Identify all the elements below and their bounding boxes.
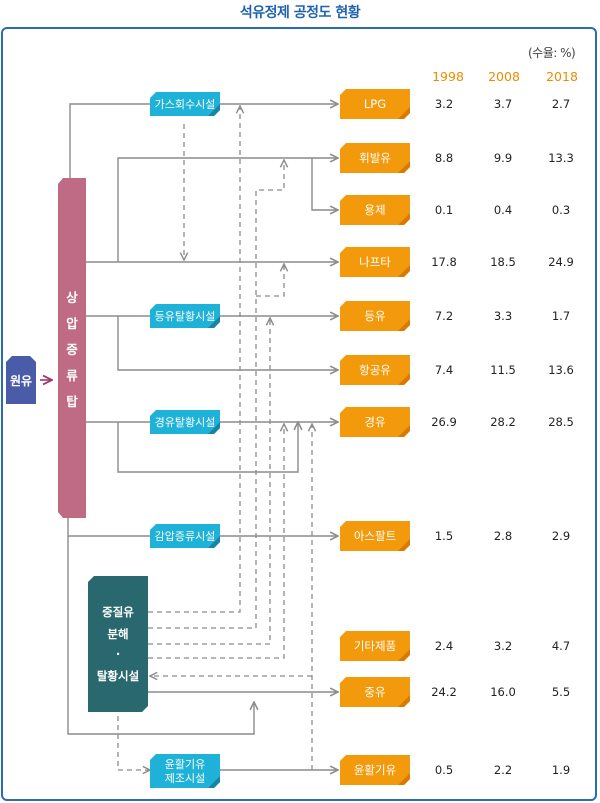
product-5: 등유 bbox=[340, 301, 410, 331]
column-char-3: 증 bbox=[66, 342, 78, 357]
product-4: 나프타 bbox=[340, 247, 410, 277]
heavy-oil-line-2: 분해 bbox=[107, 627, 128, 641]
yield-value-1998: 24.2 bbox=[431, 685, 457, 699]
facility-vacuum: 감압증류시설 bbox=[150, 524, 220, 548]
heavy-oil-line-3: · bbox=[116, 647, 120, 661]
yield-value-2018: 0.3 bbox=[551, 203, 571, 217]
heavy-oil-line-4: 탈황시설 bbox=[97, 669, 139, 683]
product-label: 기타제품 bbox=[354, 639, 396, 653]
yield-value-2008: 2.8 bbox=[493, 529, 513, 543]
year-2018: 2018 bbox=[546, 69, 578, 84]
product-label: LPG bbox=[364, 97, 386, 111]
heavy-oil-line-1: 중질유 bbox=[102, 605, 134, 619]
product-11: 윤활기유 bbox=[340, 755, 410, 785]
yield-value-2018: 5.5 bbox=[551, 685, 571, 699]
yield-value-2018: 2.9 bbox=[551, 529, 571, 543]
solid-flow-lines bbox=[67, 104, 338, 770]
facility-diesel_hds: 경유탈황시설 bbox=[150, 410, 220, 434]
yield-value-1998: 2.4 bbox=[434, 639, 454, 653]
crude-oil-label: 원유 bbox=[10, 374, 32, 388]
yield-value-2008: 11.5 bbox=[490, 363, 516, 377]
product-7: 경유 bbox=[340, 407, 410, 437]
yield-value-1998: 0.1 bbox=[434, 203, 454, 217]
facility-label: 제조시설 bbox=[165, 772, 205, 785]
yield-value-2018: 13.6 bbox=[548, 363, 574, 377]
product-label: 용제 bbox=[364, 203, 385, 217]
product-2: 휘발유 bbox=[340, 143, 410, 173]
column-box bbox=[58, 178, 86, 518]
yield-value-2018: 13.3 bbox=[548, 151, 574, 165]
yield-value-2018: 28.5 bbox=[548, 415, 574, 429]
yield-value-2018: 4.7 bbox=[551, 639, 571, 653]
yield-value-2018: 1.7 bbox=[551, 309, 571, 323]
product-label: 등유 bbox=[364, 309, 385, 323]
yield-value-1998: 7.2 bbox=[434, 309, 454, 323]
product-6: 항공유 bbox=[340, 355, 410, 385]
facility-kero_hds: 등유탈황시설 bbox=[150, 304, 220, 328]
yield-value-1998: 26.9 bbox=[431, 415, 457, 429]
yield-value-1998: 7.4 bbox=[434, 363, 454, 377]
product-3: 용제 bbox=[340, 195, 410, 225]
heavy-oil-box bbox=[88, 576, 148, 712]
product-label: 경유 bbox=[364, 415, 385, 429]
year-2008: 2008 bbox=[488, 69, 520, 84]
page-title: 석유정제 공정도 현황 bbox=[239, 5, 361, 21]
yield-value-2008: 3.7 bbox=[493, 97, 513, 111]
facility-label: 경유탈황시설 bbox=[155, 416, 216, 429]
year-1998: 1998 bbox=[432, 69, 464, 84]
yield-value-2018: 24.9 bbox=[548, 255, 574, 269]
yield-value-1998: 1.5 bbox=[434, 529, 454, 543]
yield-value-2008: 2.2 bbox=[493, 763, 513, 777]
column-char-1: 상 bbox=[66, 290, 78, 305]
crude-oil-box bbox=[6, 356, 36, 404]
yield-value-2008: 3.3 bbox=[493, 309, 513, 323]
yield-value-2008: 0.4 bbox=[493, 203, 513, 217]
column-char-4: 류 bbox=[66, 368, 78, 383]
yield-value-2008: 9.9 bbox=[493, 151, 513, 165]
product-label: 휘발유 bbox=[359, 151, 391, 165]
yield-value-2018: 2.7 bbox=[551, 97, 571, 111]
product-label: 중유 bbox=[364, 685, 385, 699]
yield-value-2018: 1.9 bbox=[551, 763, 571, 777]
facility-label: 감압증류시설 bbox=[155, 530, 216, 543]
facility-gas: 가스회수시설 bbox=[150, 92, 220, 116]
facility-label: 윤활기유 bbox=[165, 757, 205, 771]
atmospheric-distillation-column: 상 압 증 류 탑 bbox=[58, 178, 86, 518]
heavy-oil-cracking-unit: 중질유 분해 · 탈황시설 bbox=[88, 576, 148, 712]
yield-value-2008: 28.2 bbox=[490, 415, 516, 429]
product-label: 아스팔트 bbox=[354, 529, 396, 543]
yield-value-2008: 3.2 bbox=[493, 639, 513, 653]
yield-value-2008: 16.0 bbox=[490, 685, 516, 699]
product-1: LPG bbox=[340, 89, 410, 119]
product-label: 나프타 bbox=[359, 255, 391, 269]
facility-label: 가스회수시설 bbox=[155, 98, 216, 111]
column-char-5: 탑 bbox=[66, 394, 78, 409]
yield-value-1998: 3.2 bbox=[434, 97, 454, 111]
facility-label: 등유탈황시설 bbox=[155, 310, 216, 323]
product-9: 기타제품 bbox=[340, 631, 410, 661]
yield-value-2008: 18.5 bbox=[490, 255, 516, 269]
yield-value-1998: 0.5 bbox=[434, 763, 454, 777]
product-8: 아스팔트 bbox=[340, 521, 410, 551]
crude-oil-source: 원유 bbox=[6, 356, 36, 404]
diagram-frame bbox=[1, 27, 597, 801]
product-label: 윤활기유 bbox=[354, 763, 396, 777]
product-10: 중유 bbox=[340, 677, 410, 707]
yield-value-1998: 17.8 bbox=[431, 255, 457, 269]
dashed-flow-lines bbox=[117, 106, 312, 770]
unit-label: (수율: %) bbox=[528, 46, 576, 60]
product-label: 항공유 bbox=[359, 363, 391, 377]
yield-value-1998: 8.8 bbox=[434, 151, 454, 165]
column-char-2: 압 bbox=[66, 316, 78, 331]
